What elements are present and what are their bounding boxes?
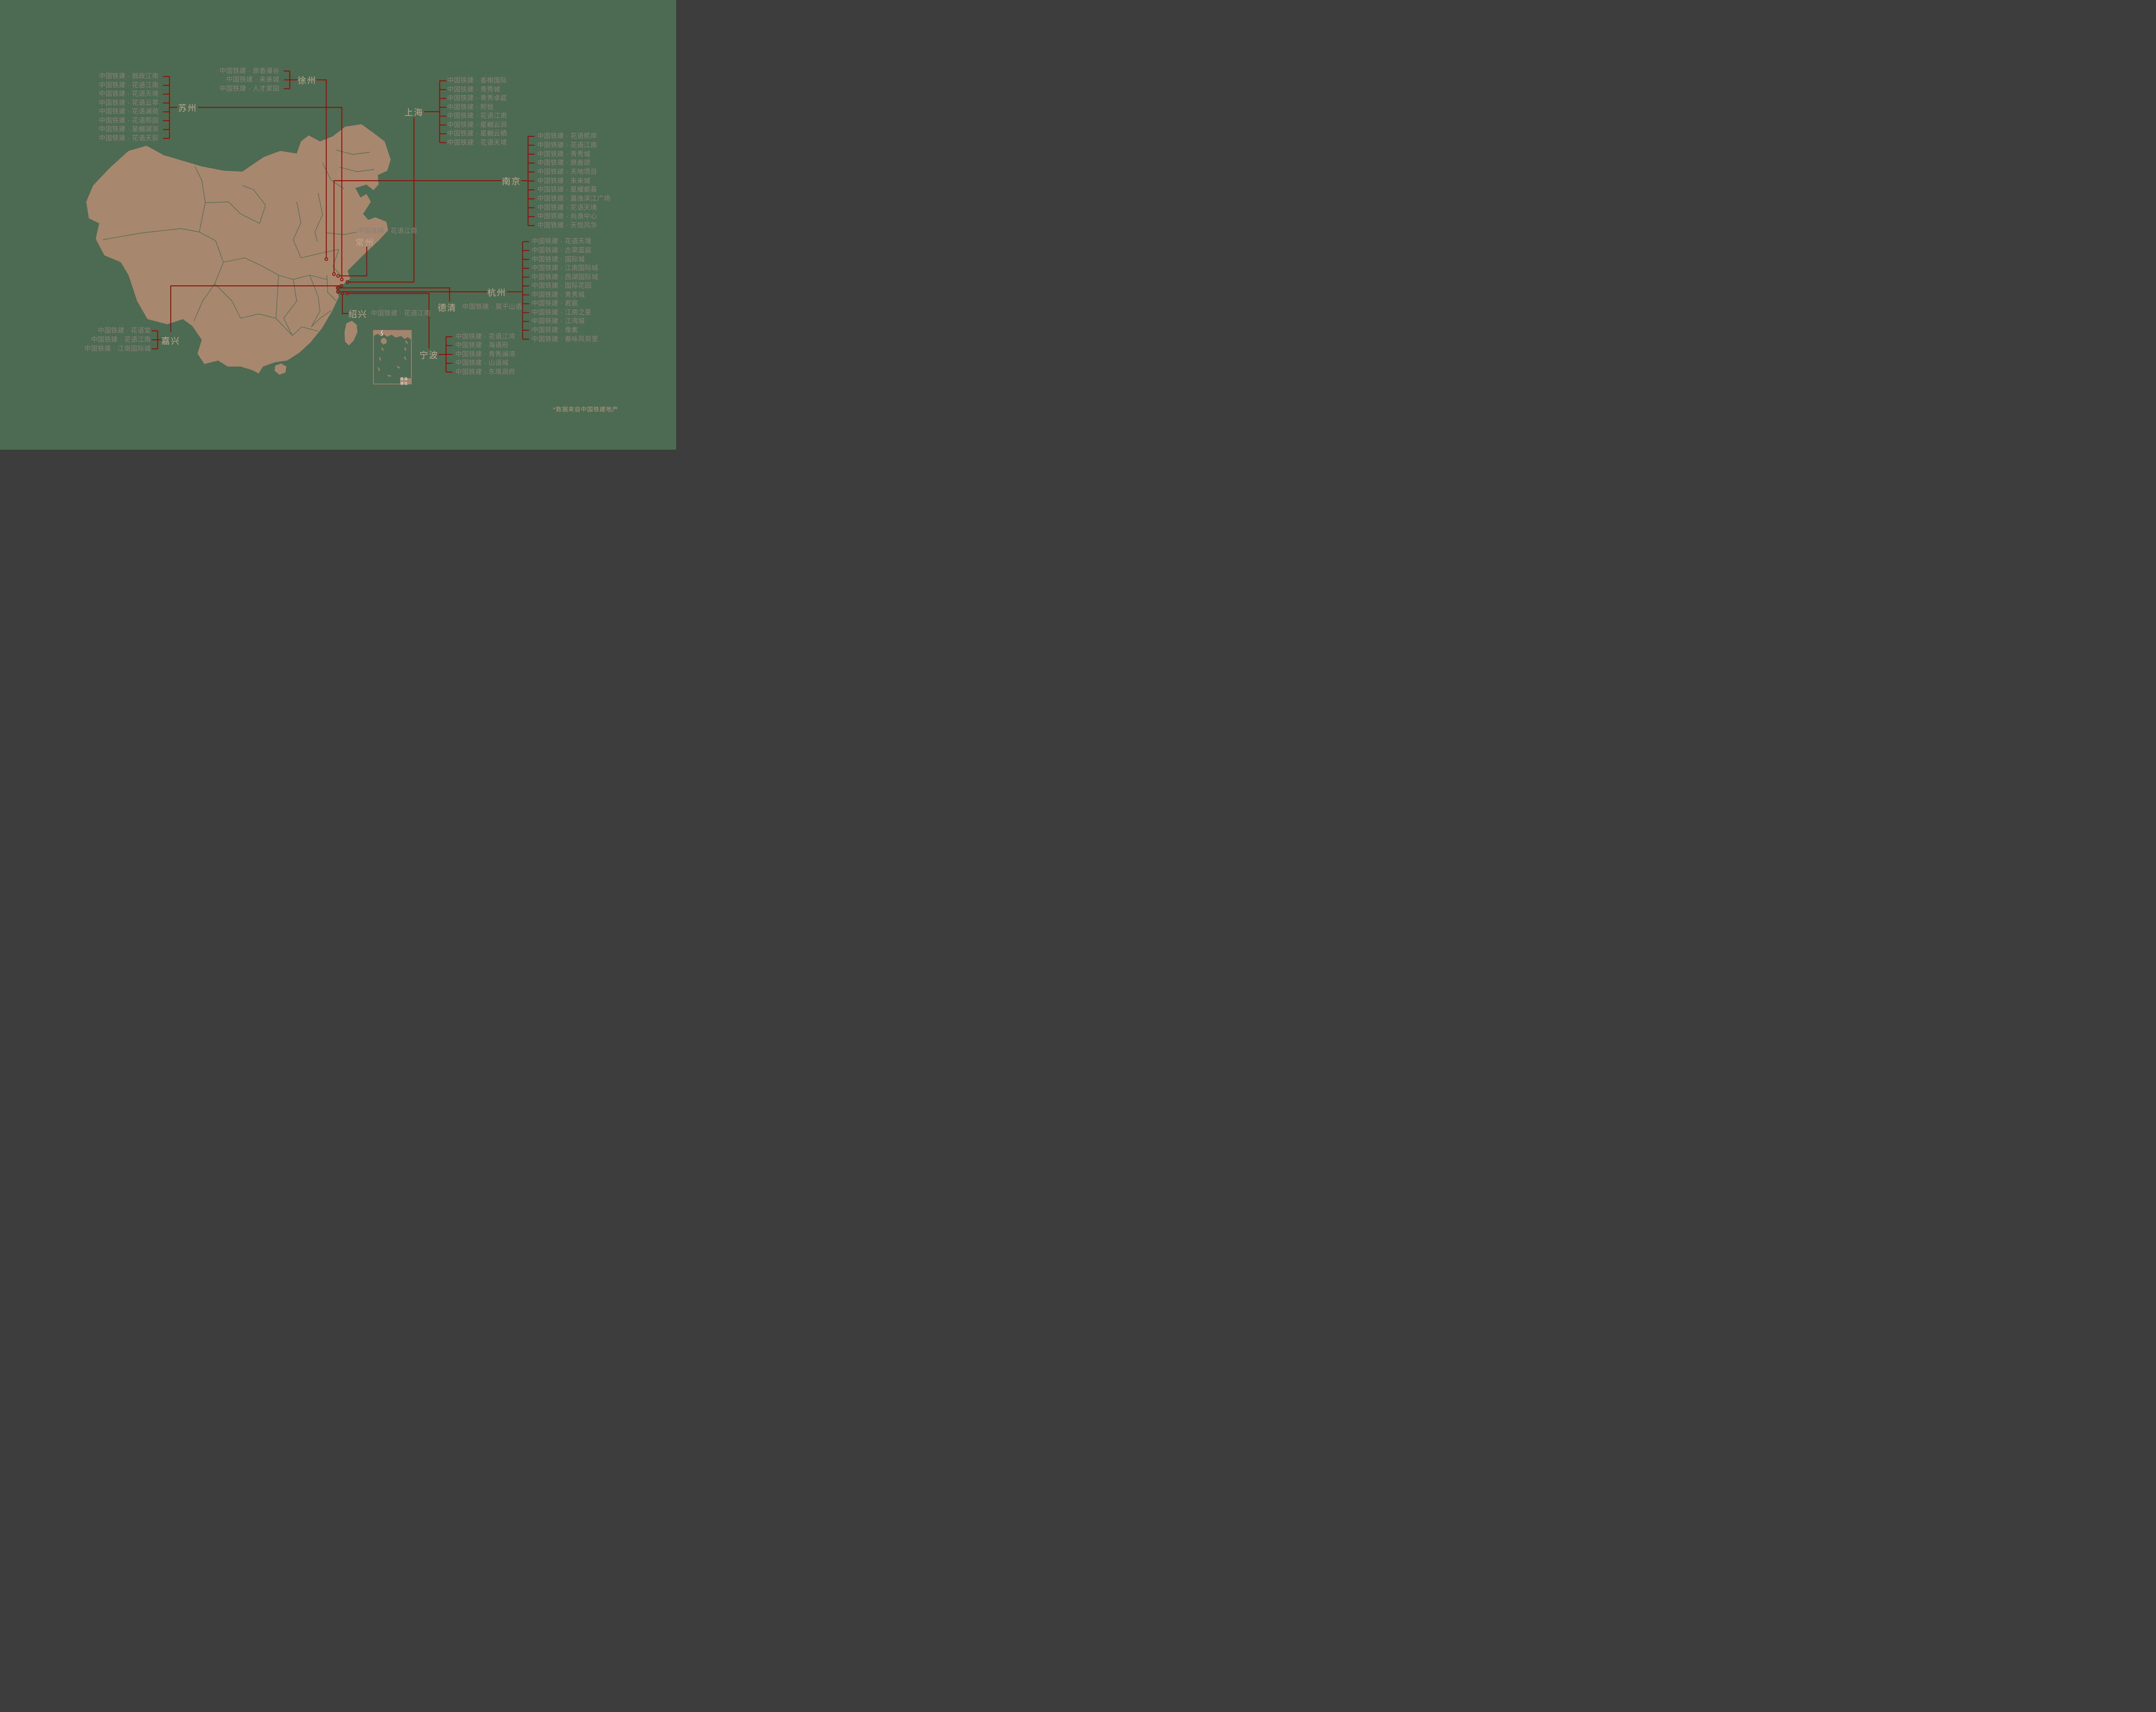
project-item: 中国铁建 · 青秀城	[447, 85, 501, 93]
project-item: 中国铁建 · 原香颂	[537, 159, 591, 167]
project-item: 中国铁建 · 古翠蓝庭	[532, 247, 592, 254]
project-item: 中国铁建 · 花语堂	[97, 327, 151, 334]
inset-river	[381, 330, 383, 336]
project-item: 中国铁建 · 西湖国际城	[532, 273, 599, 281]
project-item: 中国铁建 · 花语澜苑	[99, 108, 159, 116]
project-item: 中国铁建 · 花语江南	[537, 141, 597, 149]
city-label-jiaxing: 嘉兴	[161, 336, 180, 346]
changzhou-project-item: 中国铁建 · 花语江南	[357, 227, 417, 235]
inset-map-label: 南海诸岛	[400, 377, 411, 386]
project-item: 中国铁建 · 花语江南	[447, 112, 507, 120]
hainan-island	[275, 364, 286, 375]
project-item: 中国铁建 · 花语天境	[537, 204, 597, 211]
city-label-xuzhou: 徐州	[298, 76, 317, 86]
project-item: 中国铁建 · 花语天辰	[99, 134, 159, 142]
south-china-sea-inset	[373, 330, 412, 385]
xuzhou-marker	[324, 257, 328, 261]
changzhou-connector	[339, 247, 367, 276]
project-item: 中国铁建 · 尚逸中心	[537, 213, 597, 220]
city-label-shanghai: 上海	[404, 108, 423, 118]
suzhou-connector	[163, 76, 342, 278]
project-item: 中国铁建 · 拙政江南	[99, 72, 159, 80]
suzhou-marker	[340, 278, 344, 282]
project-item: 中国铁建 · 香榭国际	[447, 77, 507, 85]
hangzhou-connector	[339, 241, 529, 340]
project-item: 中国铁建 · 江南国际城	[532, 264, 599, 272]
ningbo-connector	[348, 293, 453, 373]
project-item: 中国铁建 · 东境润府	[455, 368, 515, 376]
deqing-project-item: 中国铁建 · 莫干山语	[462, 303, 522, 310]
project-item: 中国铁建 · 嘉逸滨江广场	[537, 195, 611, 202]
shaoxing-project-item: 中国铁建 · 花语江南	[371, 309, 431, 317]
city-label-deqing: 德清	[438, 303, 457, 313]
project-item: 中国铁建 · 星樾湖滨	[99, 125, 159, 133]
project-item: 中国铁建 · 江南国际城	[84, 345, 151, 352]
hangzhou-marker	[336, 290, 340, 294]
project-item: 中国铁建 · 像素	[532, 326, 578, 334]
project-item: 中国铁建 · 海语府	[455, 342, 509, 349]
project-item: 中国铁建 · 青秀澜湾	[455, 350, 515, 358]
data-source-footnote: *数据来自中国铁建地产	[553, 406, 618, 413]
project-item: 中国铁建 · 未来城	[537, 177, 591, 185]
project-item: 中国铁建 · 春咏风荷里	[532, 335, 599, 343]
city-label-shaoxing: 绍兴	[348, 310, 367, 319]
project-item: 中国铁建 · 青秀城	[537, 150, 591, 158]
project-item: 中国铁建 · 山语城	[455, 359, 509, 367]
nanjing-marker	[332, 272, 336, 276]
city-label-hangzhou: 杭州	[487, 288, 506, 298]
project-item: 中国铁建 · 天悦风华	[537, 222, 597, 229]
city-label-suzhou: 苏州	[178, 103, 197, 113]
project-item: 中国铁建 · 花语天境	[99, 90, 159, 98]
project-item: 中国铁建 · 花语熙园	[99, 116, 159, 124]
project-item: 中国铁建 · 花语天境	[447, 138, 507, 146]
nanjing-connector	[333, 136, 535, 273]
project-item: 中国铁建 · 花语天境	[532, 238, 592, 245]
project-item: 中国铁建 · 星樾云栖	[447, 130, 507, 138]
deqing-connector	[339, 287, 450, 301]
project-item: 中国铁建 · 国际花园	[532, 282, 592, 290]
xuzhou-connector	[284, 70, 327, 258]
taiwan-island	[345, 321, 357, 345]
shanghai-connector	[349, 80, 446, 283]
deqing-marker	[336, 286, 340, 290]
project-item: 中国铁建 · 花语熙岸	[537, 132, 597, 140]
city-label-changzhou: 常州	[355, 238, 374, 248]
china-map	[86, 124, 391, 373]
inset-coastline	[373, 330, 411, 340]
jiaxing-marker	[339, 284, 343, 288]
project-item: 中国铁建 · 花语云萃	[99, 99, 159, 107]
project-item: 中国铁建 · 花语江湾	[455, 332, 515, 340]
shanghai-marker	[345, 280, 349, 284]
project-item: 中国铁建 · 花语江南	[99, 81, 159, 89]
project-item: 中国铁建 · 星樾云涧	[447, 121, 507, 129]
shaoxing-connector	[342, 295, 348, 314]
shaoxing-marker	[340, 291, 345, 295]
city-label-nanjing: 南京	[502, 177, 521, 187]
project-item: 中国铁建 · 原香漫谷	[219, 67, 279, 75]
project-item: 中国铁建 · 江湾城	[532, 317, 585, 325]
project-map-page: 苏州 徐州 上海 南京 常州 杭州 德清 绍兴 嘉兴 宁波 中国铁建 · 拙政江…	[0, 0, 676, 450]
project-item: 中国铁建 · 国际城	[532, 255, 585, 263]
project-item: 中国铁建 · 花语江南	[91, 336, 151, 343]
project-item: 中国铁建 · 人才家园	[219, 85, 279, 92]
nine-dash-line	[377, 335, 411, 377]
ningbo-marker	[345, 292, 349, 295]
changzhou-marker	[336, 274, 340, 278]
project-item: 中国铁建 · 君宸	[532, 300, 578, 307]
project-item: 中国铁建 · 星耀都荟	[537, 186, 597, 194]
project-item: 中国铁建 · 青秀卓庭	[447, 94, 507, 102]
project-item: 中国铁建 · 青秀城	[532, 291, 585, 298]
project-item: 中国铁建 · 江南之星	[532, 308, 592, 316]
project-item: 中国铁建 · 熙悦	[447, 103, 494, 111]
jiaxing-connector	[152, 285, 340, 350]
project-item: 中国铁建 · 未来城	[226, 76, 279, 84]
project-item: 中国铁建 · 天地项目	[537, 168, 597, 176]
map-canvas	[86, 70, 535, 385]
inset-hainan	[381, 338, 387, 345]
city-label-ningbo: 宁波	[419, 351, 439, 361]
